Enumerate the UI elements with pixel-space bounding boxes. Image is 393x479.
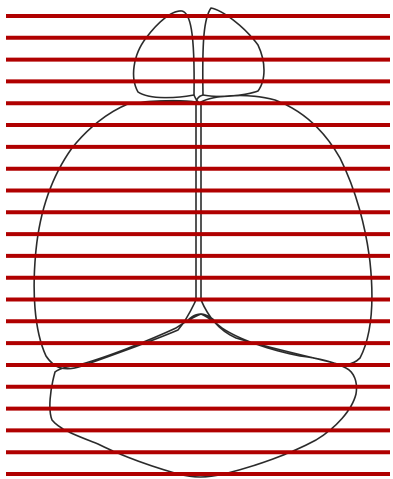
section-lines bbox=[6, 16, 390, 474]
left-olfactory-bulb bbox=[134, 11, 195, 98]
right-cerebral-hemisphere bbox=[201, 96, 372, 365]
